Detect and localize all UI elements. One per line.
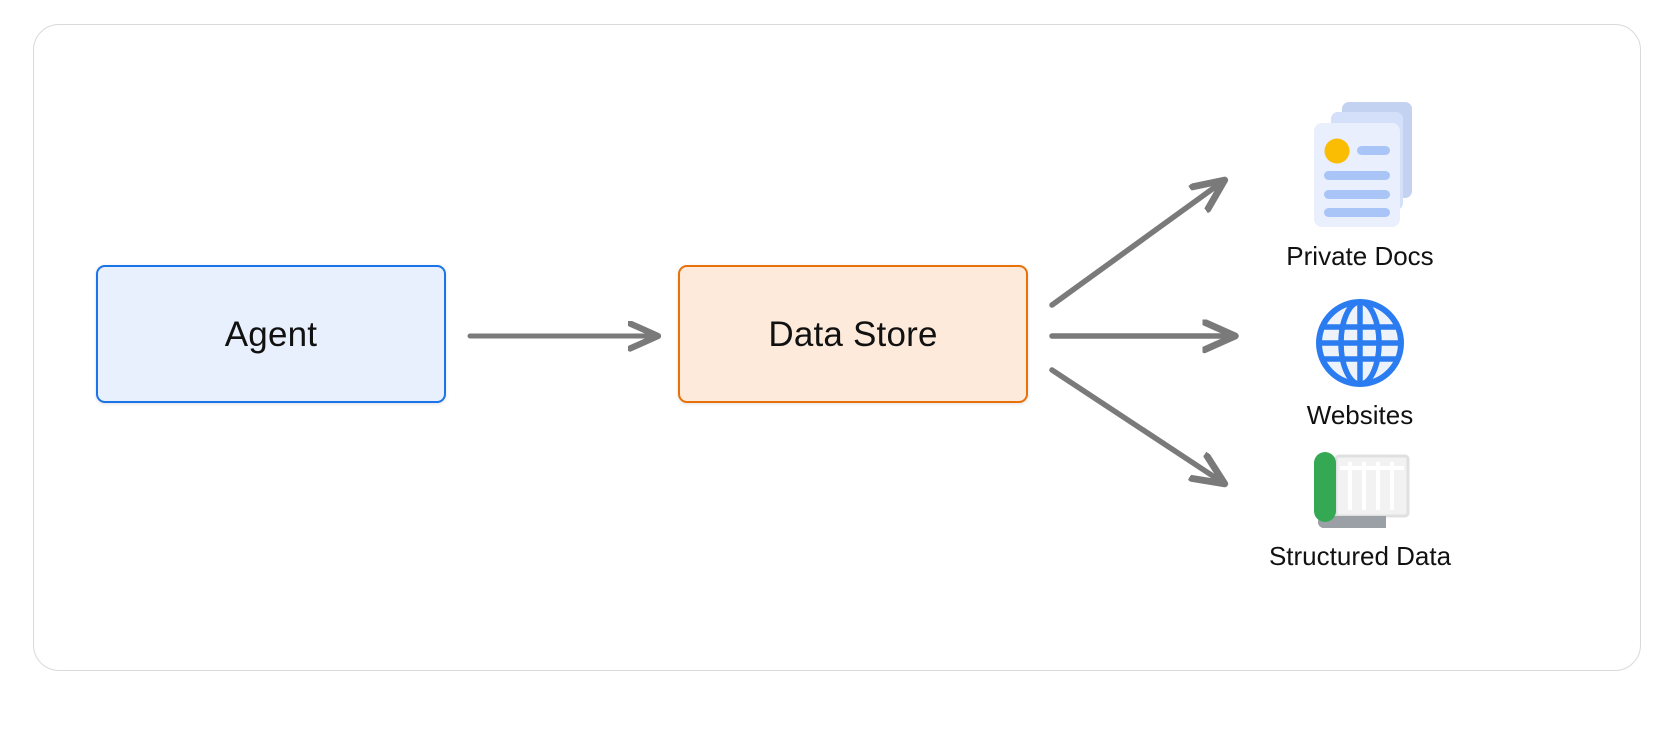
node-agent[interactable]: Agent xyxy=(96,265,446,403)
source-websites[interactable]: Websites xyxy=(1230,295,1490,431)
documents-stack-icon xyxy=(1298,96,1422,232)
source-structured-data-label: Structured Data xyxy=(1268,541,1452,571)
node-agent-label: Agent xyxy=(224,314,318,354)
spreadsheet-icon xyxy=(1304,448,1416,532)
node-data-store-label: Data Store xyxy=(768,314,938,354)
source-private-docs-label: Private Docs xyxy=(1286,241,1434,271)
source-websites-label: Websites xyxy=(1306,400,1414,430)
source-structured-data[interactable]: Structured Data xyxy=(1230,448,1490,572)
node-data-store[interactable]: Data Store xyxy=(678,265,1028,403)
globe-icon xyxy=(1312,295,1408,391)
source-private-docs[interactable]: Private Docs xyxy=(1230,96,1490,272)
